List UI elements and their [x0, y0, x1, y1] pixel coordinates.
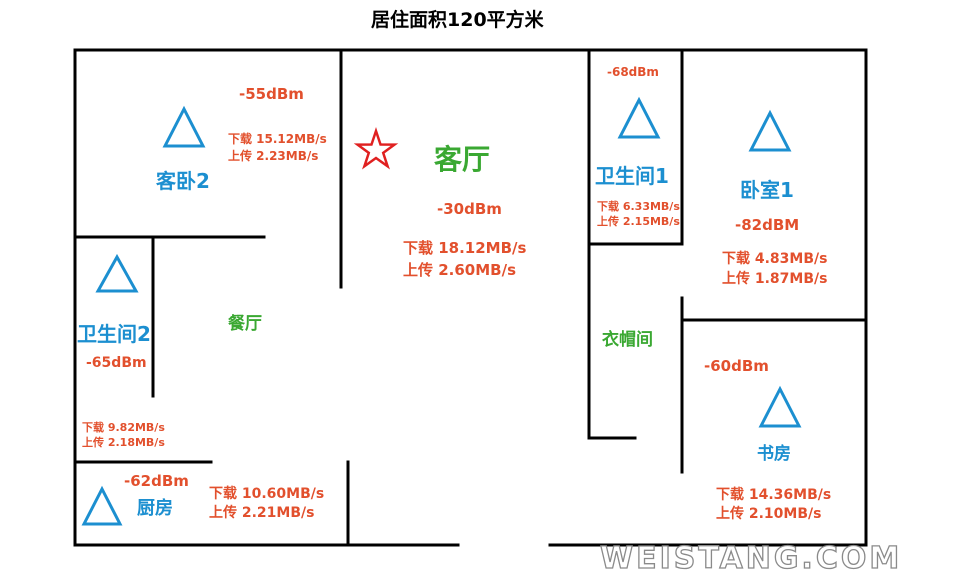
kitchen-signal: -62dBm: [124, 472, 189, 490]
bathroom1-download: 下载 6.33MB/s: [597, 200, 680, 213]
living-room-upload: 上传 2.60MB/s: [403, 261, 516, 279]
kitchen-upload: 上传 2.21MB/s: [209, 505, 315, 521]
bedroom1-upload: 上传 1.87MB/s: [722, 271, 828, 287]
kitchen-label: 厨房: [137, 498, 173, 519]
bedroom1-download: 下载 4.83MB/s: [722, 251, 828, 267]
living-room-signal: -30dBm: [437, 200, 502, 218]
dining-label: 餐厅: [228, 314, 262, 334]
triangle-icon: [617, 96, 661, 139]
bathroom2-upload: 上传 2.18MB/s: [82, 436, 165, 449]
guest-bedroom-label: 客卧2: [156, 169, 210, 193]
watermark: WEISTANG.COM: [599, 540, 903, 576]
guest-bedroom-download: 下载 15.12MB/s: [228, 132, 327, 146]
bedroom1-signal: -82dBM: [735, 216, 800, 234]
triangle-icon: [81, 485, 123, 526]
bedroom1-label: 卧室1: [740, 178, 794, 202]
living-room-download: 下载 18.12MB/s: [403, 239, 527, 257]
closet-label: 衣帽间: [602, 330, 653, 350]
triangle-icon: [162, 105, 206, 148]
page-title: 居住面积120平方米: [371, 9, 544, 31]
triangle-icon: [748, 109, 792, 152]
study-signal: -60dBm: [704, 357, 769, 375]
bathroom2-label: 卫生间2: [77, 322, 151, 346]
guest-bedroom-upload: 上传 2.23MB/s: [228, 149, 319, 163]
bathroom2-download: 下载 9.82MB/s: [82, 421, 165, 434]
study-upload: 上传 2.10MB/s: [716, 506, 822, 522]
bathroom2-signal: -65dBm: [86, 355, 147, 371]
living-room-label: 客厅: [434, 143, 491, 176]
study-label: 书房: [757, 444, 791, 464]
kitchen-download: 下载 10.60MB/s: [209, 486, 325, 502]
bathroom1-upload: 上传 2.15MB/s: [597, 215, 680, 228]
triangle-icon: [95, 253, 139, 293]
star-icon: [353, 127, 399, 170]
guest-bedroom-signal: -55dBm: [239, 85, 304, 103]
study-download: 下载 14.36MB/s: [716, 487, 832, 503]
bathroom1-signal: -68dBm: [607, 65, 659, 79]
walls: [73, 48, 868, 547]
triangle-icon: [758, 385, 802, 428]
bathroom1-label: 卫生间1: [595, 164, 669, 188]
